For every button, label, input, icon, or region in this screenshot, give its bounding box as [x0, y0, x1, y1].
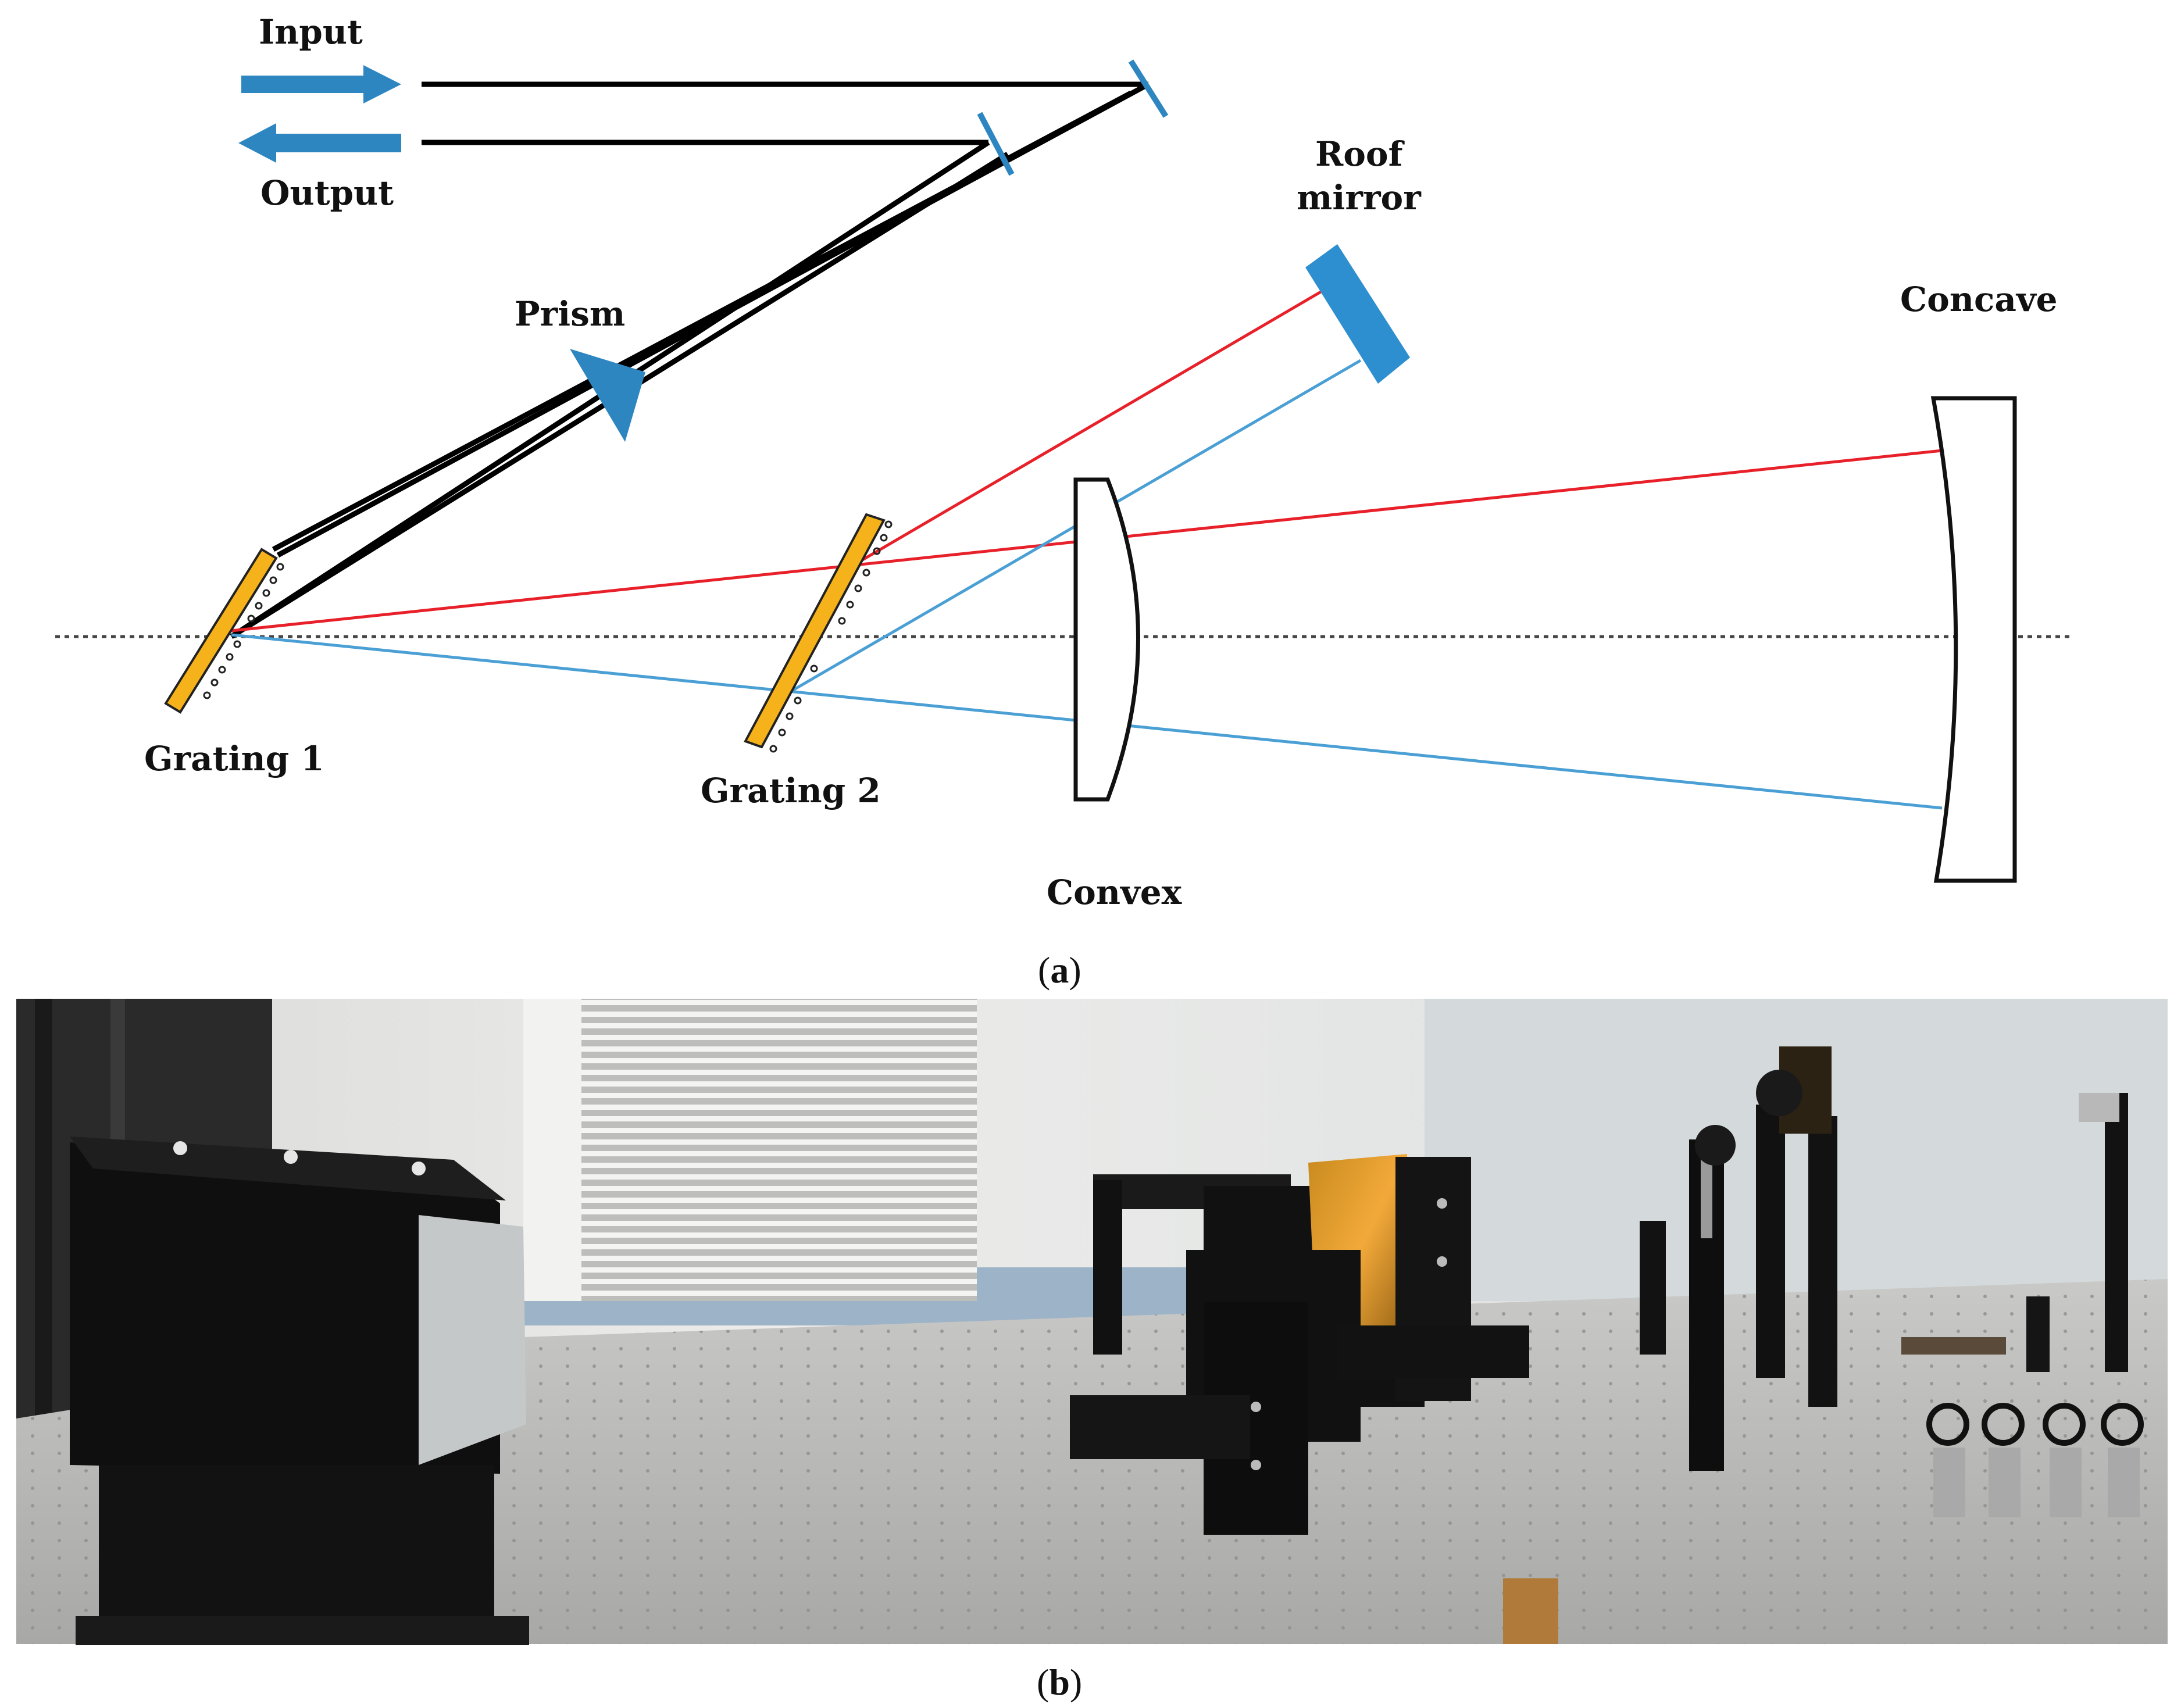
label-concave: Concave: [1900, 280, 2058, 319]
optical-diagram: Input Output Prism Roof mirror Concave G…: [55, 12, 2073, 991]
convex-mirror-icon: [1073, 477, 1140, 802]
label-mirror: mirror: [1297, 178, 1422, 217]
input-arrow-icon: [241, 65, 401, 103]
prism-icon: [570, 349, 645, 442]
concave-mirror-icon: [1930, 396, 2017, 883]
brass-part: [1503, 1578, 1558, 1644]
output-arrow-icon: [238, 123, 401, 163]
compressor-box: [70, 1137, 529, 1645]
label-grating-1: Grating 1: [144, 739, 324, 778]
label-grating-2: Grating 2: [701, 771, 881, 810]
fold-mirror-2: [977, 112, 1015, 176]
wall-vent: [581, 999, 977, 1301]
label-input: Input: [259, 12, 363, 52]
label-roof: Roof: [1315, 134, 1405, 174]
roof-mirror-icon: [1305, 244, 1410, 384]
label-output: Output: [260, 173, 394, 213]
caption-a: (a): [1038, 949, 1081, 991]
right-optical-mounts: [1640, 1046, 2144, 1517]
stretcher-assembly: [1070, 1154, 1529, 1535]
caption-b: (b): [1037, 1661, 1082, 1703]
lab-photo: (b): [16, 999, 2168, 1703]
grating-2-icon: [744, 513, 893, 753]
label-prism: Prism: [515, 294, 625, 334]
label-convex: Convex: [1047, 873, 1182, 912]
fold-mirror-1: [1128, 59, 1169, 118]
grating-1-icon: [164, 548, 284, 714]
